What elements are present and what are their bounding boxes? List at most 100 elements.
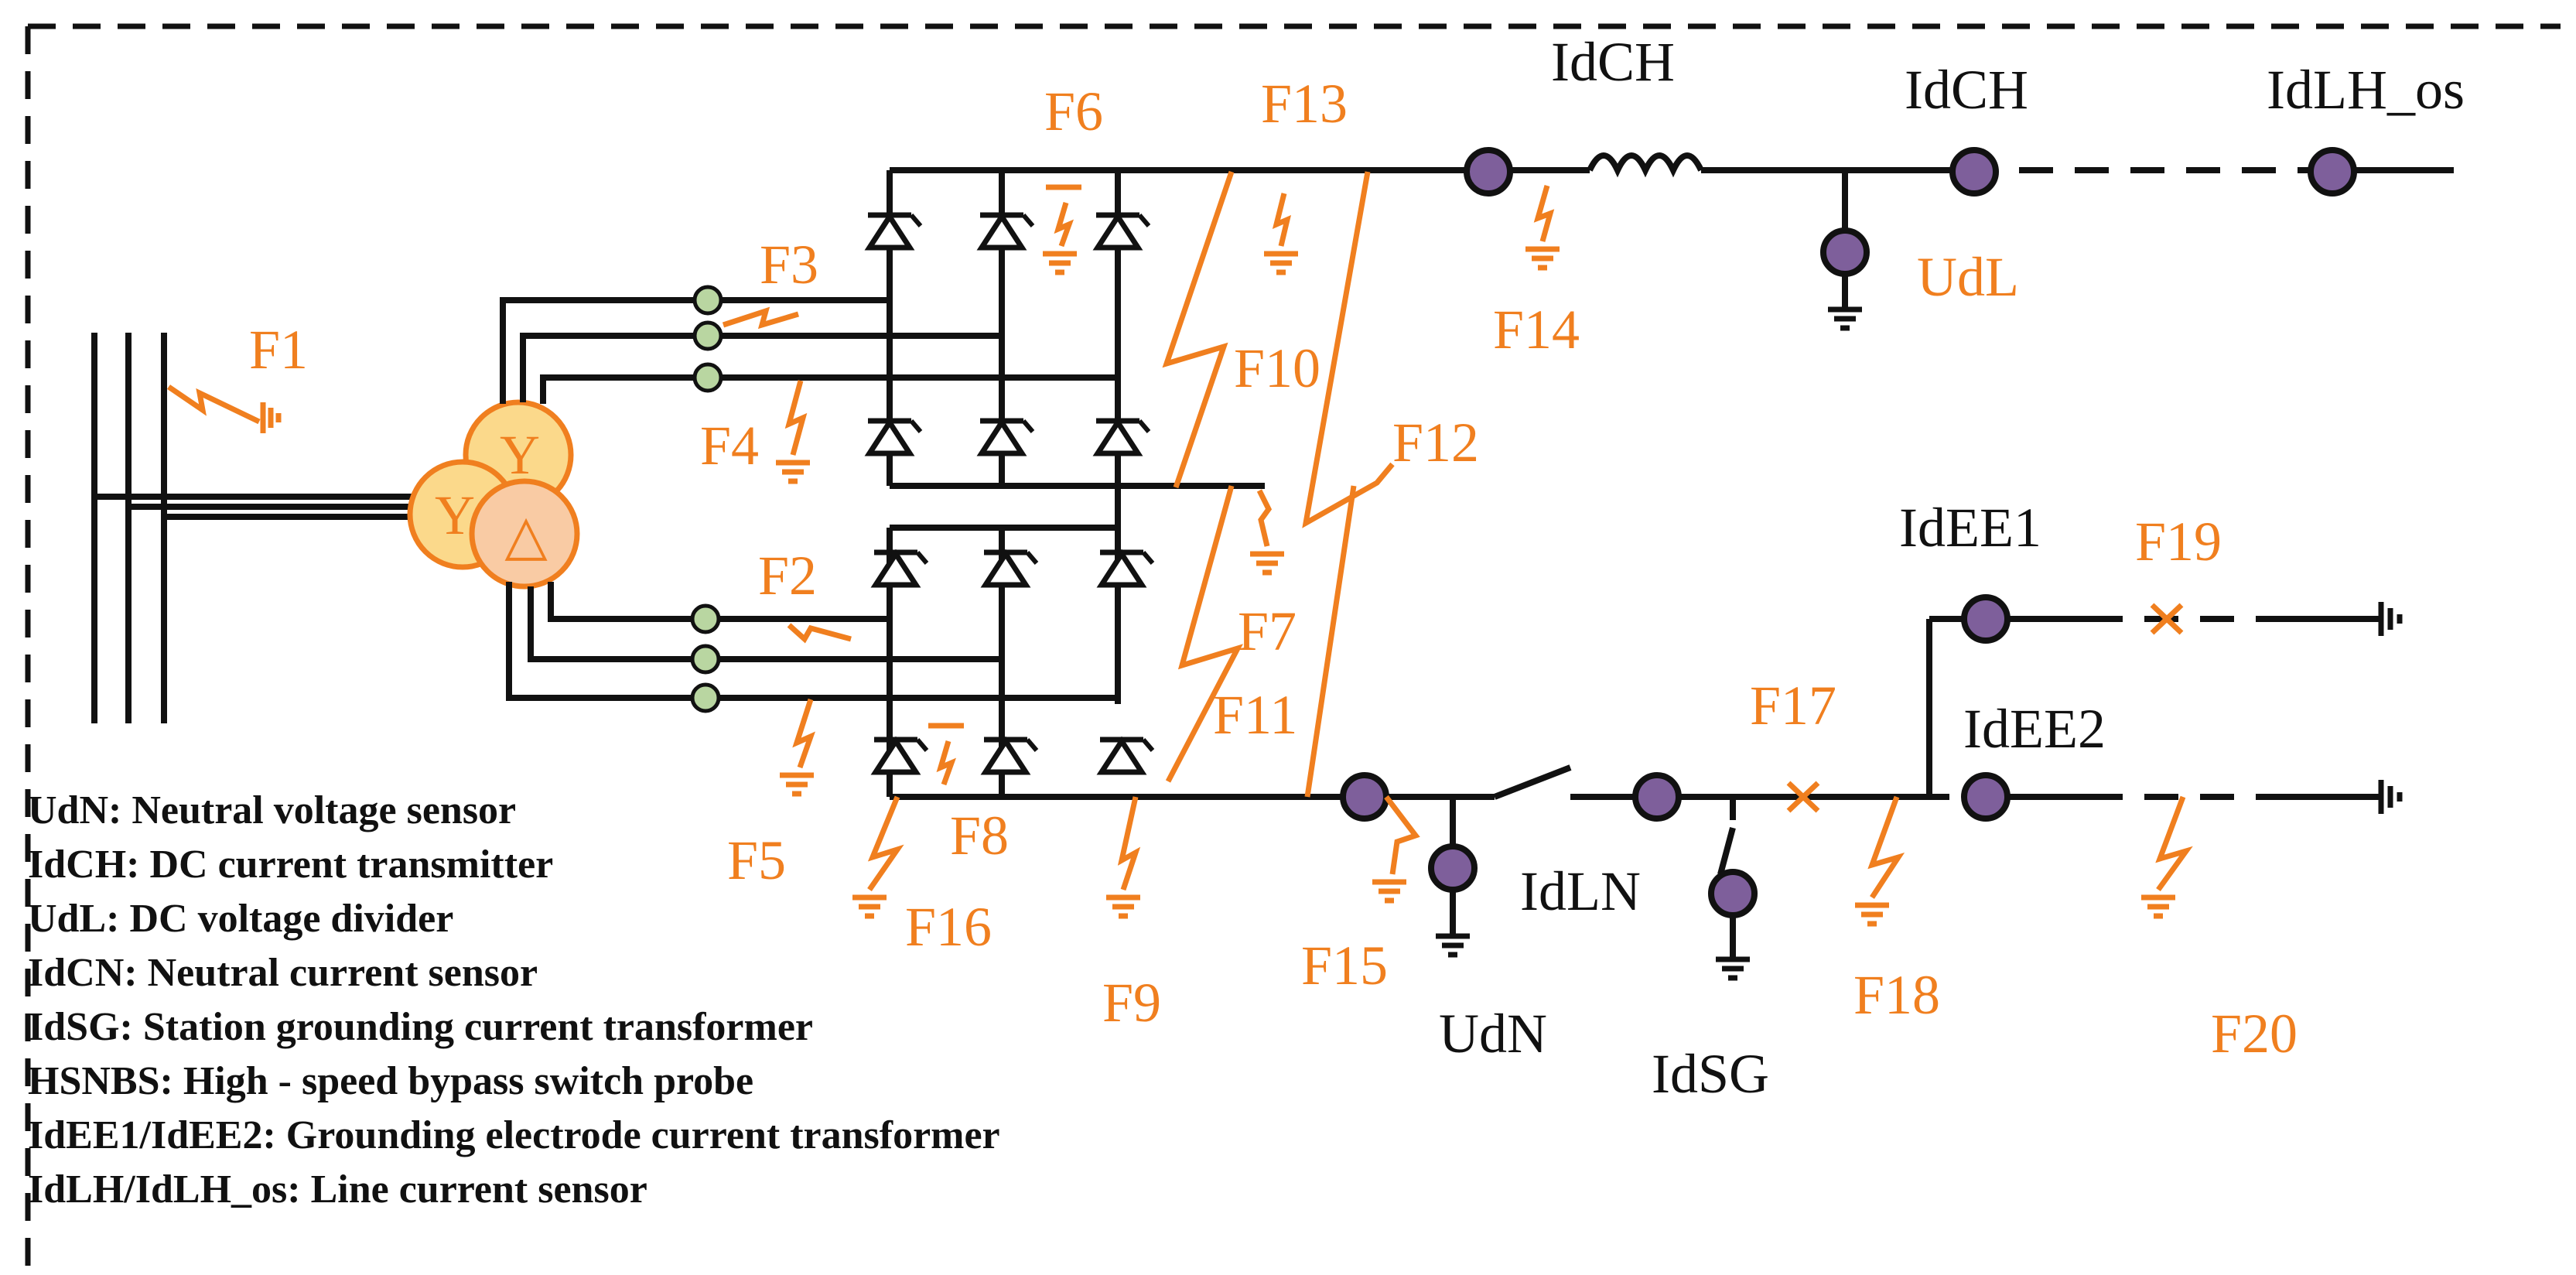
label-f4: F4 <box>700 415 759 477</box>
label-f5: F5 <box>727 829 786 891</box>
label-idee1: IdEE1 <box>1899 497 2041 559</box>
legend-item: IdLH/IdLH_os: Line current sensor <box>28 1167 647 1212</box>
label-f14: F14 <box>1493 299 1580 361</box>
fault-marker-f6 <box>1054 202 1074 248</box>
thyristor-valve <box>984 552 1037 585</box>
ground-electrode-icon <box>2381 780 2400 814</box>
ac-bus <box>91 333 433 723</box>
thyristor-valve <box>980 421 1033 453</box>
fault-marker-f12 <box>1302 171 1395 528</box>
label-f16: F16 <box>905 896 992 958</box>
label-idlh-os: IdLH_os <box>2267 59 2465 121</box>
thyristor-valve <box>868 421 921 453</box>
label-f7: F7 <box>1238 600 1297 662</box>
thyristor-valve <box>980 215 1033 248</box>
fault-marker-f11 <box>1304 485 1357 798</box>
dc-pole-line <box>890 152 2454 328</box>
ground-electrode-icon <box>2381 602 2400 636</box>
smoothing-reactor <box>1587 152 1704 178</box>
ac-terminal-node <box>690 644 721 675</box>
station-boundary <box>25 23 2561 1269</box>
fault-labels: F1 F3 F4 F2 F5 F6 F13 F14 F10 F12 F7 F11… <box>249 73 2298 1065</box>
legend-item: IdCN: Neutral current sensor <box>28 951 538 995</box>
label-f18: F18 <box>1853 964 1940 1026</box>
sensor-labels: IdCH IdCH IdLH_os UdL IdEE1 IdEE2 IdLN U… <box>1439 31 2465 1105</box>
label-f19: F19 <box>2135 511 2222 573</box>
converter-transformer: Y Y △ <box>407 399 580 590</box>
idch-sensor-2 <box>1949 147 1999 197</box>
label-f17: F17 <box>1750 675 1836 737</box>
label-f2: F2 <box>758 545 817 607</box>
legend-item: IdEE1/IdEE2: Grounding electrode current… <box>28 1113 1000 1157</box>
fault-marker-f7 <box>1165 485 1243 783</box>
fault-marker-f15 <box>1384 795 1420 875</box>
label-f20: F20 <box>2211 1003 2298 1065</box>
legend-item: IdCH: DC current transmitter <box>28 843 553 887</box>
label-idln: IdLN <box>1520 860 1641 922</box>
legend-item: UdN: Neutral voltage sensor <box>28 788 516 832</box>
label-f12: F12 <box>1392 412 1479 473</box>
fault-marker-f5 <box>792 698 815 769</box>
fault-marker-f10 <box>1162 170 1235 489</box>
fault-marker-f9 <box>1117 796 1141 891</box>
thyristor-valve <box>1100 552 1153 585</box>
label-f15: F15 <box>1301 935 1388 996</box>
fault-marker-f1 <box>167 385 261 425</box>
label-idch-1: IdCH <box>1551 31 1675 93</box>
idee1-sensor <box>1961 594 2011 644</box>
idee2-sensor <box>1961 772 2011 822</box>
legend-item: UdL: DC voltage divider <box>28 897 453 941</box>
label-f8: F8 <box>950 805 1009 867</box>
lower-valve-bridge <box>874 525 1153 797</box>
label-idsg: IdSG <box>1652 1043 1769 1105</box>
transformer-y-primary-label: Y <box>435 484 475 546</box>
ac-terminal-node <box>692 320 723 351</box>
legend: UdN: Neutral voltage sensor IdCH: DC cur… <box>28 788 1000 1212</box>
hsnbs-switch <box>1493 764 1572 800</box>
thyristor-valve <box>1096 215 1149 248</box>
label-udl: UdL <box>1917 246 2019 308</box>
idln-sensor <box>1632 772 1682 822</box>
transformer-y-secondary-label: Y <box>500 424 540 486</box>
fault-marker-f19 <box>2150 603 2184 635</box>
transformer-delta-winding <box>469 478 580 590</box>
ac-terminal-node <box>690 603 721 634</box>
ac-terminal-node <box>692 362 723 393</box>
idlh-os-sensor <box>2308 147 2357 197</box>
idsg-sensor <box>1708 869 1758 918</box>
label-f10: F10 <box>1234 337 1320 399</box>
fault-marker-f8 <box>936 740 956 786</box>
upper-valve-bridge <box>868 170 1265 704</box>
dc-neutral-line <box>890 602 2400 978</box>
ground-icon <box>1716 959 1750 978</box>
legend-item: IdSG: Station grounding current transfor… <box>28 1005 813 1049</box>
label-f9: F9 <box>1102 972 1161 1034</box>
thyristor-valve <box>874 740 927 772</box>
label-f11: F11 <box>1213 684 1297 746</box>
label-f1: F1 <box>249 319 308 381</box>
thyristor-valve <box>984 740 1037 772</box>
label-f6: F6 <box>1044 80 1103 142</box>
ground-icon <box>1436 936 1470 955</box>
ac-terminal-node <box>690 682 721 713</box>
idch-sensor-1 <box>1464 147 1513 197</box>
label-f3: F3 <box>760 234 818 296</box>
ground-icon <box>1828 309 1862 328</box>
transformer-delta-label: △ <box>504 504 548 566</box>
ac-terminal-node <box>692 285 723 316</box>
fault-marker-f3 <box>722 306 799 330</box>
fault-marker-f13 <box>1272 193 1291 247</box>
legend-item: HSNBS: High - speed bypass switch probe <box>28 1059 753 1103</box>
fault-marker-f14 <box>1533 185 1555 242</box>
fault-marker-f2 <box>787 623 852 644</box>
udn-sensor <box>1428 843 1478 893</box>
label-udn: UdN <box>1439 1003 1547 1065</box>
thyristor-valve <box>874 552 927 585</box>
fault-markers <box>167 170 2193 924</box>
thyristor-valve <box>1096 421 1149 453</box>
udl-sensor <box>1820 227 1870 277</box>
transformer-lower-wiring <box>506 582 1118 713</box>
fault-marker-f16 <box>867 795 904 891</box>
fault-marker-f17 <box>1786 781 1820 813</box>
